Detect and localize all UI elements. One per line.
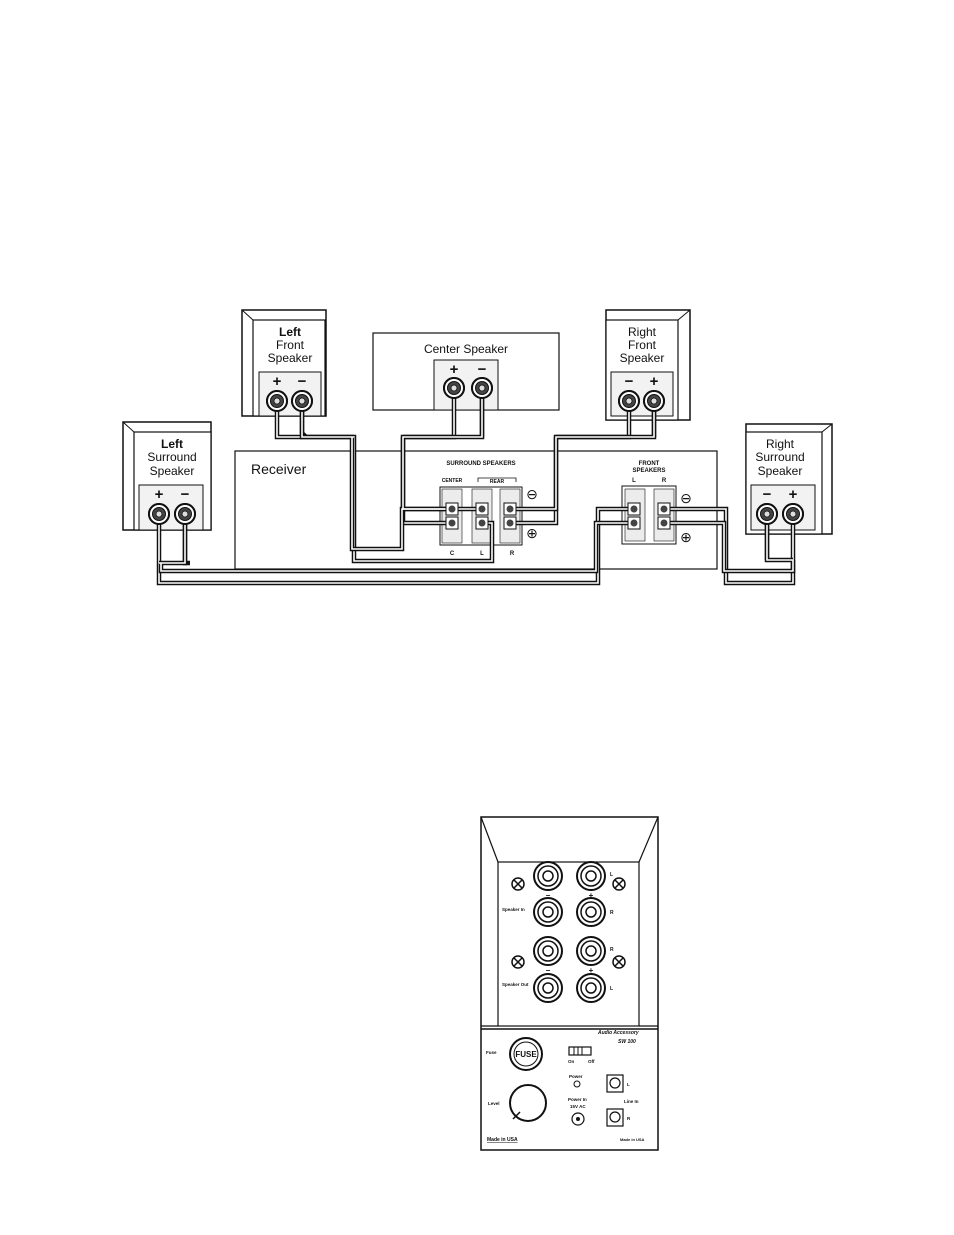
right-surround-label-3: Speaker [758, 464, 803, 478]
surround-l-label: L [480, 551, 484, 557]
screw-icon [511, 955, 525, 969]
right-surround-speaker: Right Surround Speaker − + [745, 423, 833, 535]
left-surround-plus: + [155, 486, 164, 503]
power-led [573, 1080, 581, 1088]
right-front-plus: + [650, 373, 659, 390]
center-speaker: Center Speaker + − [372, 332, 560, 411]
speaker-wires [156, 397, 796, 586]
line-in-r-label: R [627, 1116, 631, 1121]
surround-plus-symbol: ⊕ [526, 525, 538, 541]
speaker-in-r-plus-post [576, 897, 606, 927]
right-surround-minus: − [763, 486, 772, 503]
right-front-label-2: Front [628, 338, 657, 352]
center-minus: − [478, 361, 487, 378]
front-plus-symbol: ⊕ [680, 529, 692, 545]
left-front-label-1: Left [279, 325, 301, 339]
left-surround-speaker: Left Surround Speaker + − [122, 421, 212, 531]
speaker-in-plus: + [589, 891, 594, 900]
power-in-volts: 15V AC [570, 1104, 586, 1109]
speaker-out-plus: + [589, 966, 594, 975]
right-surround-plus: + [789, 486, 798, 503]
line-in-label: Line In [624, 1099, 639, 1104]
screw-icon [612, 877, 626, 891]
speaker-in-label: Speaker In [502, 907, 525, 912]
rear-channel-label: REAR [490, 479, 505, 485]
center-plus: + [450, 361, 459, 378]
right-surround-label-2: Surround [755, 450, 804, 464]
right-front-label-1: Right [628, 325, 657, 339]
left-front-label-3: Speaker [268, 351, 313, 365]
right-front-minus: − [625, 373, 634, 390]
speaker-in-l-plus-post [576, 861, 606, 891]
front-r-label: R [662, 478, 667, 484]
left-front-speaker: Left Front Speaker + − [241, 309, 327, 417]
center-channel-label: CENTER [442, 478, 463, 484]
power-switch[interactable] [568, 1046, 592, 1056]
speaker-in-l-label: L [610, 872, 613, 878]
speaker-in-r-minus-post [533, 897, 563, 927]
speaker-out-l-plus-post [576, 973, 606, 1003]
surround-r-label: R [510, 551, 515, 557]
left-front-plus: + [273, 373, 282, 390]
left-front-label-2: Front [276, 338, 305, 352]
surround-speakers-title: SURROUND SPEAKERS [446, 461, 515, 467]
speaker-out-r-label: R [610, 947, 614, 953]
front-minus-symbol: ⊖ [680, 490, 692, 506]
front-l-label: L [632, 478, 636, 484]
right-surround-label-1: Right [766, 437, 795, 451]
line-in-l-label: L [627, 1082, 630, 1087]
receiver-label: Receiver [251, 461, 307, 477]
center-speaker-label: Center Speaker [424, 342, 508, 356]
footer-left: Made in USA [487, 1137, 518, 1143]
screw-icon [511, 877, 525, 891]
switch-on-label: On [568, 1059, 575, 1064]
left-surround-label-3: Speaker [150, 464, 195, 478]
screw-icon [612, 955, 626, 969]
speaker-out-l-label: L [610, 986, 613, 992]
fuse-text: FUSE [515, 1050, 537, 1059]
footer-right: Made in USA [620, 1137, 645, 1142]
surround-minus-symbol: ⊖ [526, 486, 538, 502]
model-text: SW 100 [618, 1039, 636, 1045]
left-surround-label-2: Surround [147, 450, 196, 464]
front-speakers-title-2: SPEAKERS [632, 468, 665, 474]
right-front-label-3: Speaker [620, 351, 665, 365]
fuse-label: Fuse [486, 1050, 497, 1055]
left-front-minus: − [298, 373, 307, 390]
left-surround-label-1: Left [161, 437, 183, 451]
subwoofer-panel: − + − + L R R L Speaker In Speaker Out A… [480, 816, 659, 1151]
surround-c-label: C [450, 551, 455, 557]
switch-off-label: Off [588, 1059, 595, 1064]
brand-text: Audio Accessory [597, 1030, 639, 1036]
speaker-out-label: Speaker Out [502, 982, 529, 987]
speaker-out-minus: − [546, 966, 551, 975]
power-label: Power [569, 1074, 583, 1079]
speaker-out-r-plus-post [576, 936, 606, 966]
speaker-out-r-minus-post [533, 936, 563, 966]
front-speakers-title-1: FRONT [639, 461, 660, 467]
speaker-in-minus: − [546, 891, 551, 900]
speaker-in-l-minus-post [533, 861, 563, 891]
left-surround-minus: − [181, 486, 190, 503]
power-in-label: Power In [568, 1097, 587, 1102]
speaker-out-l-minus-post [533, 973, 563, 1003]
speaker-in-r-label: R [610, 910, 614, 916]
level-label: Level [488, 1101, 500, 1106]
